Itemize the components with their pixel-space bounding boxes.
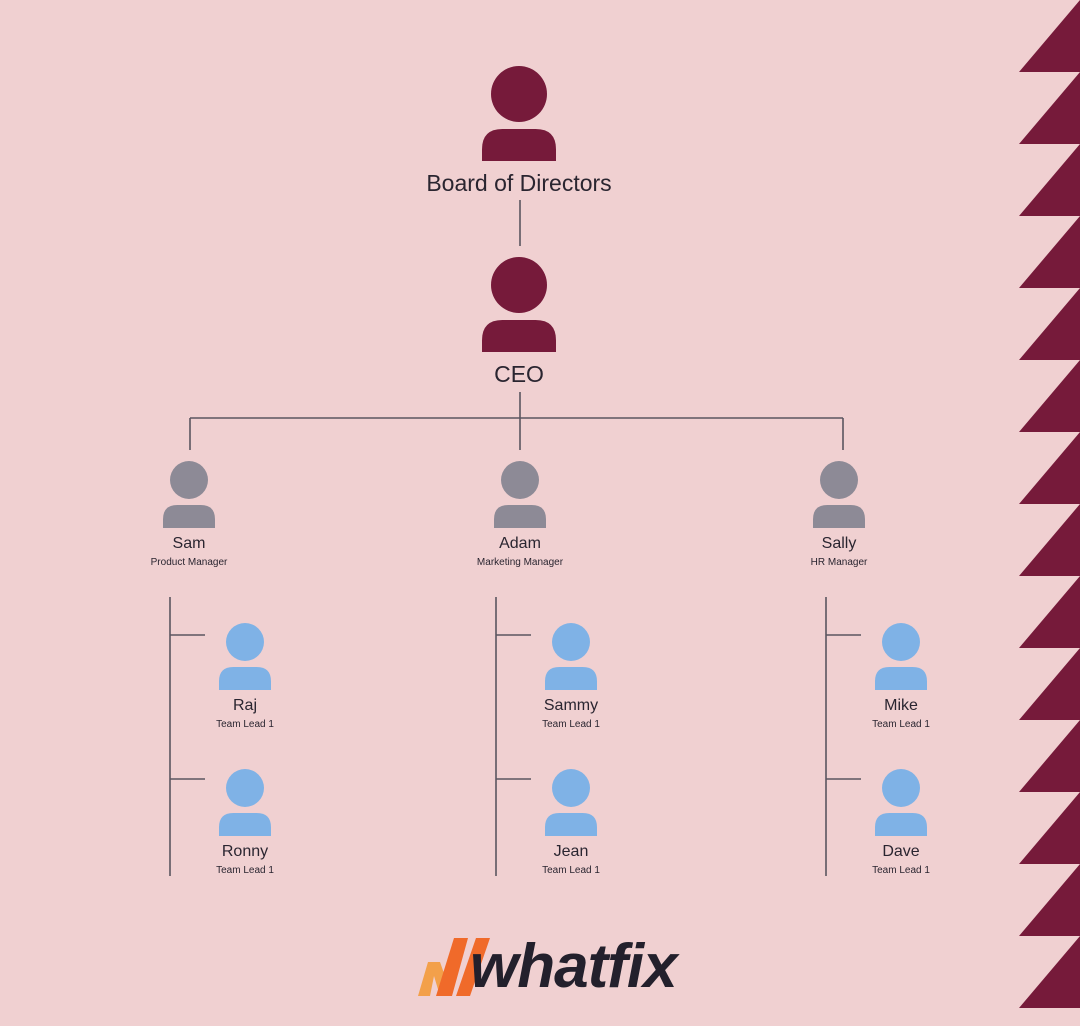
decorative-triangle <box>1019 936 1080 1008</box>
decorative-triangle <box>1019 432 1080 504</box>
lead-role-dave: Team Lead 1 <box>872 865 930 876</box>
person-icon <box>482 66 556 161</box>
decorative-triangle <box>1019 0 1080 72</box>
manager-name-sam: Sam <box>172 535 206 552</box>
connector-lines <box>169 200 861 876</box>
decorative-triangle <box>1019 648 1080 720</box>
lead-role-jean: Team Lead 1 <box>542 865 600 876</box>
decorative-triangle <box>1019 288 1080 360</box>
manager-role-sally: HR Manager <box>810 557 868 568</box>
person-icon <box>163 461 215 528</box>
decorative-triangle <box>1019 792 1080 864</box>
manager-name-sally: Sally <box>821 535 857 552</box>
person-icon <box>545 769 597 836</box>
person-icon <box>219 623 271 690</box>
lead-role-mike: Team Lead 1 <box>872 719 930 730</box>
decorative-triangle-border <box>1019 0 1080 1008</box>
whatfix-logo-mark <box>418 938 490 996</box>
lead-role-ronny: Team Lead 1 <box>216 865 274 876</box>
lead-name-jean: Jean <box>553 843 589 860</box>
person-icons <box>163 66 927 836</box>
decorative-triangle <box>1019 864 1080 936</box>
decorative-triangle <box>1019 216 1080 288</box>
manager-role-sam: Product Manager <box>150 557 228 568</box>
person-icon <box>219 769 271 836</box>
manager-name-adam: Adam <box>499 535 541 552</box>
ceo-label: CEO <box>494 361 544 387</box>
lead-role-raj: Team Lead 1 <box>216 719 274 730</box>
decorative-triangle <box>1019 576 1080 648</box>
lead-name-ronny: Ronny <box>221 843 269 860</box>
board-label: Board of Directors <box>426 170 612 196</box>
whatfix-logo: whatfix <box>470 932 678 1001</box>
person-icon <box>494 461 546 528</box>
lead-name-raj: Raj <box>232 697 258 714</box>
logo-stroke-2 <box>456 938 490 996</box>
decorative-triangle <box>1019 360 1080 432</box>
decorative-triangle <box>1019 720 1080 792</box>
decorative-triangle <box>1019 504 1080 576</box>
person-icon <box>813 461 865 528</box>
logo-stroke-1 <box>436 938 468 996</box>
person-icon <box>875 769 927 836</box>
person-icon <box>545 623 597 690</box>
decorative-triangle <box>1019 72 1080 144</box>
lead-name-dave: Dave <box>882 843 920 860</box>
manager-role-adam: Marketing Manager <box>476 557 564 568</box>
person-icon <box>482 257 556 352</box>
decorative-triangle <box>1019 144 1080 216</box>
person-icon <box>875 623 927 690</box>
lead-name-sammy: Sammy <box>543 697 599 714</box>
lead-role-sammy: Team Lead 1 <box>542 719 600 730</box>
lead-name-mike: Mike <box>884 697 918 714</box>
